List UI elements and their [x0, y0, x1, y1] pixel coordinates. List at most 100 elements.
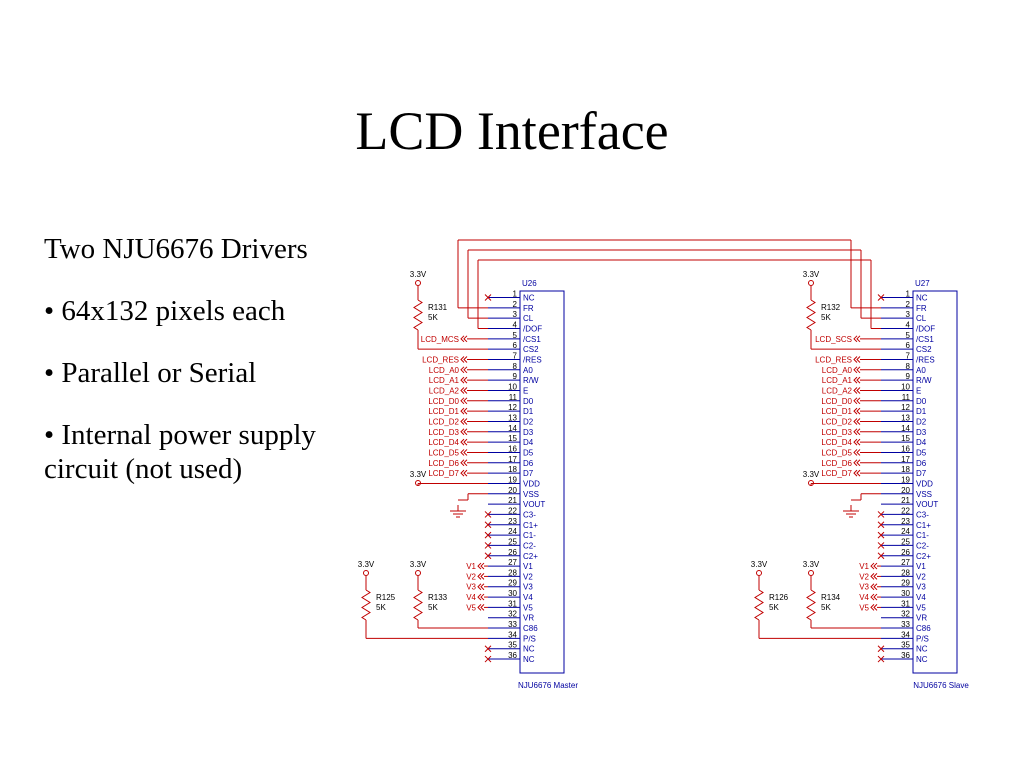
pin-name: D2 — [523, 417, 534, 426]
pin-number: 9 — [906, 372, 911, 381]
pin-name: V4 — [523, 593, 533, 602]
pin-name: V3 — [916, 583, 926, 592]
connector-chevron — [477, 593, 485, 601]
pin-number: 2 — [906, 300, 911, 309]
pin-name: /DOF — [523, 324, 542, 333]
resistor-symbol — [413, 589, 423, 621]
pin-name: VSS — [523, 490, 539, 499]
pin-number: 11 — [902, 393, 911, 402]
pin-name: D7 — [916, 469, 927, 478]
bus-label: LCD_A1 — [429, 376, 460, 385]
connector-chevron — [870, 604, 878, 611]
no-connect-marker — [484, 294, 492, 301]
supply-terminal — [415, 280, 421, 286]
pin-name: FR — [523, 304, 534, 313]
no-connect-marker — [877, 521, 885, 529]
connector-chevron — [853, 428, 861, 436]
pin-name: CS2 — [916, 345, 932, 354]
v-label: V4 — [859, 593, 869, 602]
resistor-value: 5K — [376, 603, 386, 612]
resistor-value: 5K — [428, 313, 438, 322]
pin-number: 20 — [508, 486, 517, 495]
supply-label: 3.3V — [803, 270, 820, 279]
pin-number: 22 — [508, 506, 517, 515]
pin-name: CL — [523, 314, 534, 323]
pin-name: D1 — [916, 407, 927, 416]
pin-name: /CS1 — [523, 335, 541, 344]
connector-chevron — [460, 335, 468, 343]
pin-number: 14 — [901, 424, 910, 433]
pin-number: 26 — [508, 548, 517, 557]
pin-number: 17 — [901, 455, 910, 464]
pin-number: 5 — [906, 331, 911, 340]
no-connect-marker — [877, 645, 885, 653]
pin-number: 11 — [509, 393, 518, 402]
bullet-item: • Parallel or Serial — [44, 357, 257, 389]
v-label: V5 — [466, 603, 476, 612]
pin-name: D6 — [523, 459, 534, 468]
bullet-item: • 64x132 pixels each — [44, 295, 286, 327]
pin-name: D3 — [523, 428, 534, 437]
pin-number: 12 — [508, 403, 517, 412]
pin-name: CS2 — [523, 345, 539, 354]
connector-chevron — [853, 335, 861, 343]
pin-name: C2+ — [523, 552, 538, 561]
resistor-reference: R125 — [376, 593, 396, 602]
pin-number: 34 — [508, 630, 517, 639]
pin-name: A0 — [916, 366, 926, 375]
ic-reference: U26 — [522, 279, 537, 288]
pin-number: 35 — [508, 641, 517, 650]
bus-label: LCD_D2 — [428, 417, 459, 426]
pin-name: VOUT — [916, 500, 938, 509]
v-label: V4 — [466, 593, 476, 602]
pin-number: 24 — [901, 527, 910, 536]
no-connect-marker — [877, 655, 885, 663]
connector-chevron — [460, 397, 468, 405]
bus-label: LCD_D7 — [821, 469, 852, 478]
connector-chevron — [477, 583, 485, 591]
pin-name: C3- — [523, 510, 536, 519]
no-connect-marker — [484, 655, 492, 663]
connector-chevron — [870, 583, 878, 591]
supply-terminal — [808, 280, 814, 286]
pin-name: NC — [523, 294, 535, 303]
pin-name: VOUT — [523, 500, 545, 509]
no-connect-marker — [484, 531, 492, 539]
supply-terminal — [363, 570, 369, 576]
pin-number: 3 — [906, 310, 911, 319]
ic-body — [912, 290, 958, 674]
resistor-symbol — [806, 589, 816, 621]
supply-terminal — [756, 570, 762, 576]
connector-chevron — [460, 469, 468, 477]
connector-chevron — [853, 418, 861, 425]
pin-name: C2- — [523, 541, 536, 550]
no-connect-marker — [484, 521, 492, 529]
bus-label: LCD_RES — [422, 355, 459, 364]
pin-name: D7 — [523, 469, 534, 478]
pin-number: 27 — [508, 558, 517, 567]
pin-name: C1- — [523, 531, 536, 540]
pin-number: 29 — [508, 579, 517, 588]
pin-number: 23 — [508, 517, 517, 526]
bus-label: LCD_RES — [815, 355, 852, 364]
connector-chevron — [460, 407, 468, 415]
resistor-symbol — [754, 589, 764, 621]
no-connect-marker — [877, 531, 885, 539]
connector-chevron — [477, 604, 485, 611]
supply-label: 3.3V — [410, 470, 427, 479]
bus-label: LCD_D5 — [821, 448, 852, 457]
pin-number: 10 — [901, 382, 910, 391]
pin-number: 13 — [508, 413, 517, 422]
pin-name: E — [523, 386, 528, 395]
pin-number: 20 — [901, 486, 910, 495]
connector-chevron — [460, 387, 468, 394]
pin-name: D6 — [916, 459, 927, 468]
pin-number: 8 — [906, 362, 911, 371]
resistor-reference: R133 — [428, 593, 448, 602]
v-label: V2 — [859, 572, 869, 581]
pin-name: /RES — [523, 355, 542, 364]
pin-number: 3 — [513, 310, 518, 319]
pin-name: /DOF — [916, 324, 935, 333]
pin-number: 18 — [901, 465, 910, 474]
